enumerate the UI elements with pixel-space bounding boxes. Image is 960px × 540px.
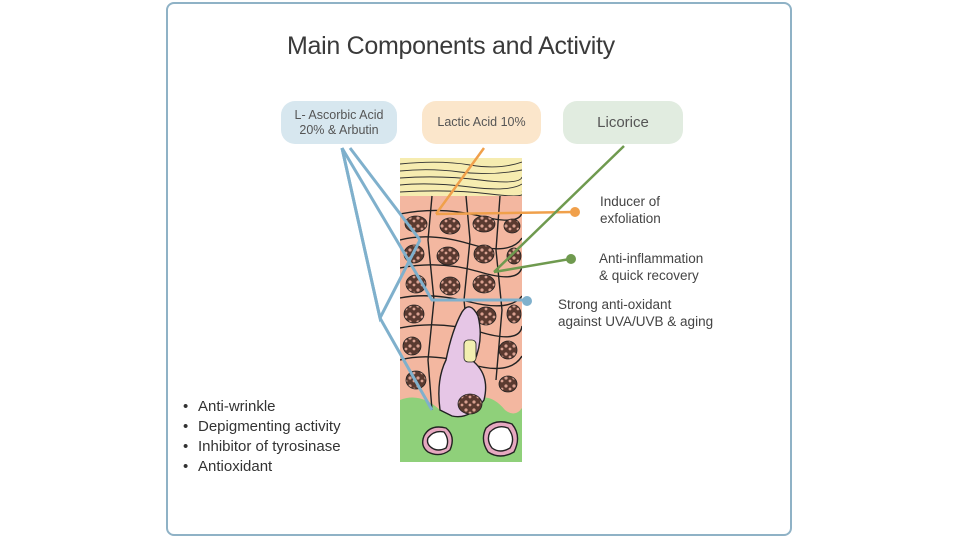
component-licorice: Licorice: [563, 101, 683, 144]
diagram-frame: [166, 2, 792, 536]
benefit-item: Inhibitor of tyrosinase: [180, 437, 341, 457]
skin-layers: [400, 158, 522, 462]
anti-oxidant-dot: [522, 296, 532, 306]
ascorbic-connector-lines: [340, 147, 524, 411]
page-title: Main Components and Activity: [287, 32, 615, 60]
ascorbic-benefits-list: Anti-wrinkle Depigmenting activity Inhib…: [180, 397, 341, 477]
component-ascorbic-acid: L- Ascorbic Acid 20% & Arbutin: [281, 101, 397, 144]
component-lactic-acid: Lactic Acid 10%: [422, 101, 541, 144]
benefit-item: Antioxidant: [180, 457, 341, 477]
benefit-item: Depigmenting activity: [180, 417, 341, 437]
effect-anti-inflammation: Anti-inflammation & quick recovery: [599, 251, 704, 283]
effect-exfoliation: Inducer of exfoliation: [600, 194, 661, 226]
benefit-item: Anti-wrinkle: [180, 397, 341, 417]
exfoliation-dot: [570, 207, 580, 217]
melanocyte: [438, 306, 487, 418]
anti-inflammation-dot: [566, 254, 576, 264]
lactic-connector-lines: [434, 147, 575, 216]
licorice-connector-lines: [493, 145, 625, 274]
effect-anti-oxidant: Strong anti-oxidant against UVA/UVB & ag…: [558, 297, 714, 329]
